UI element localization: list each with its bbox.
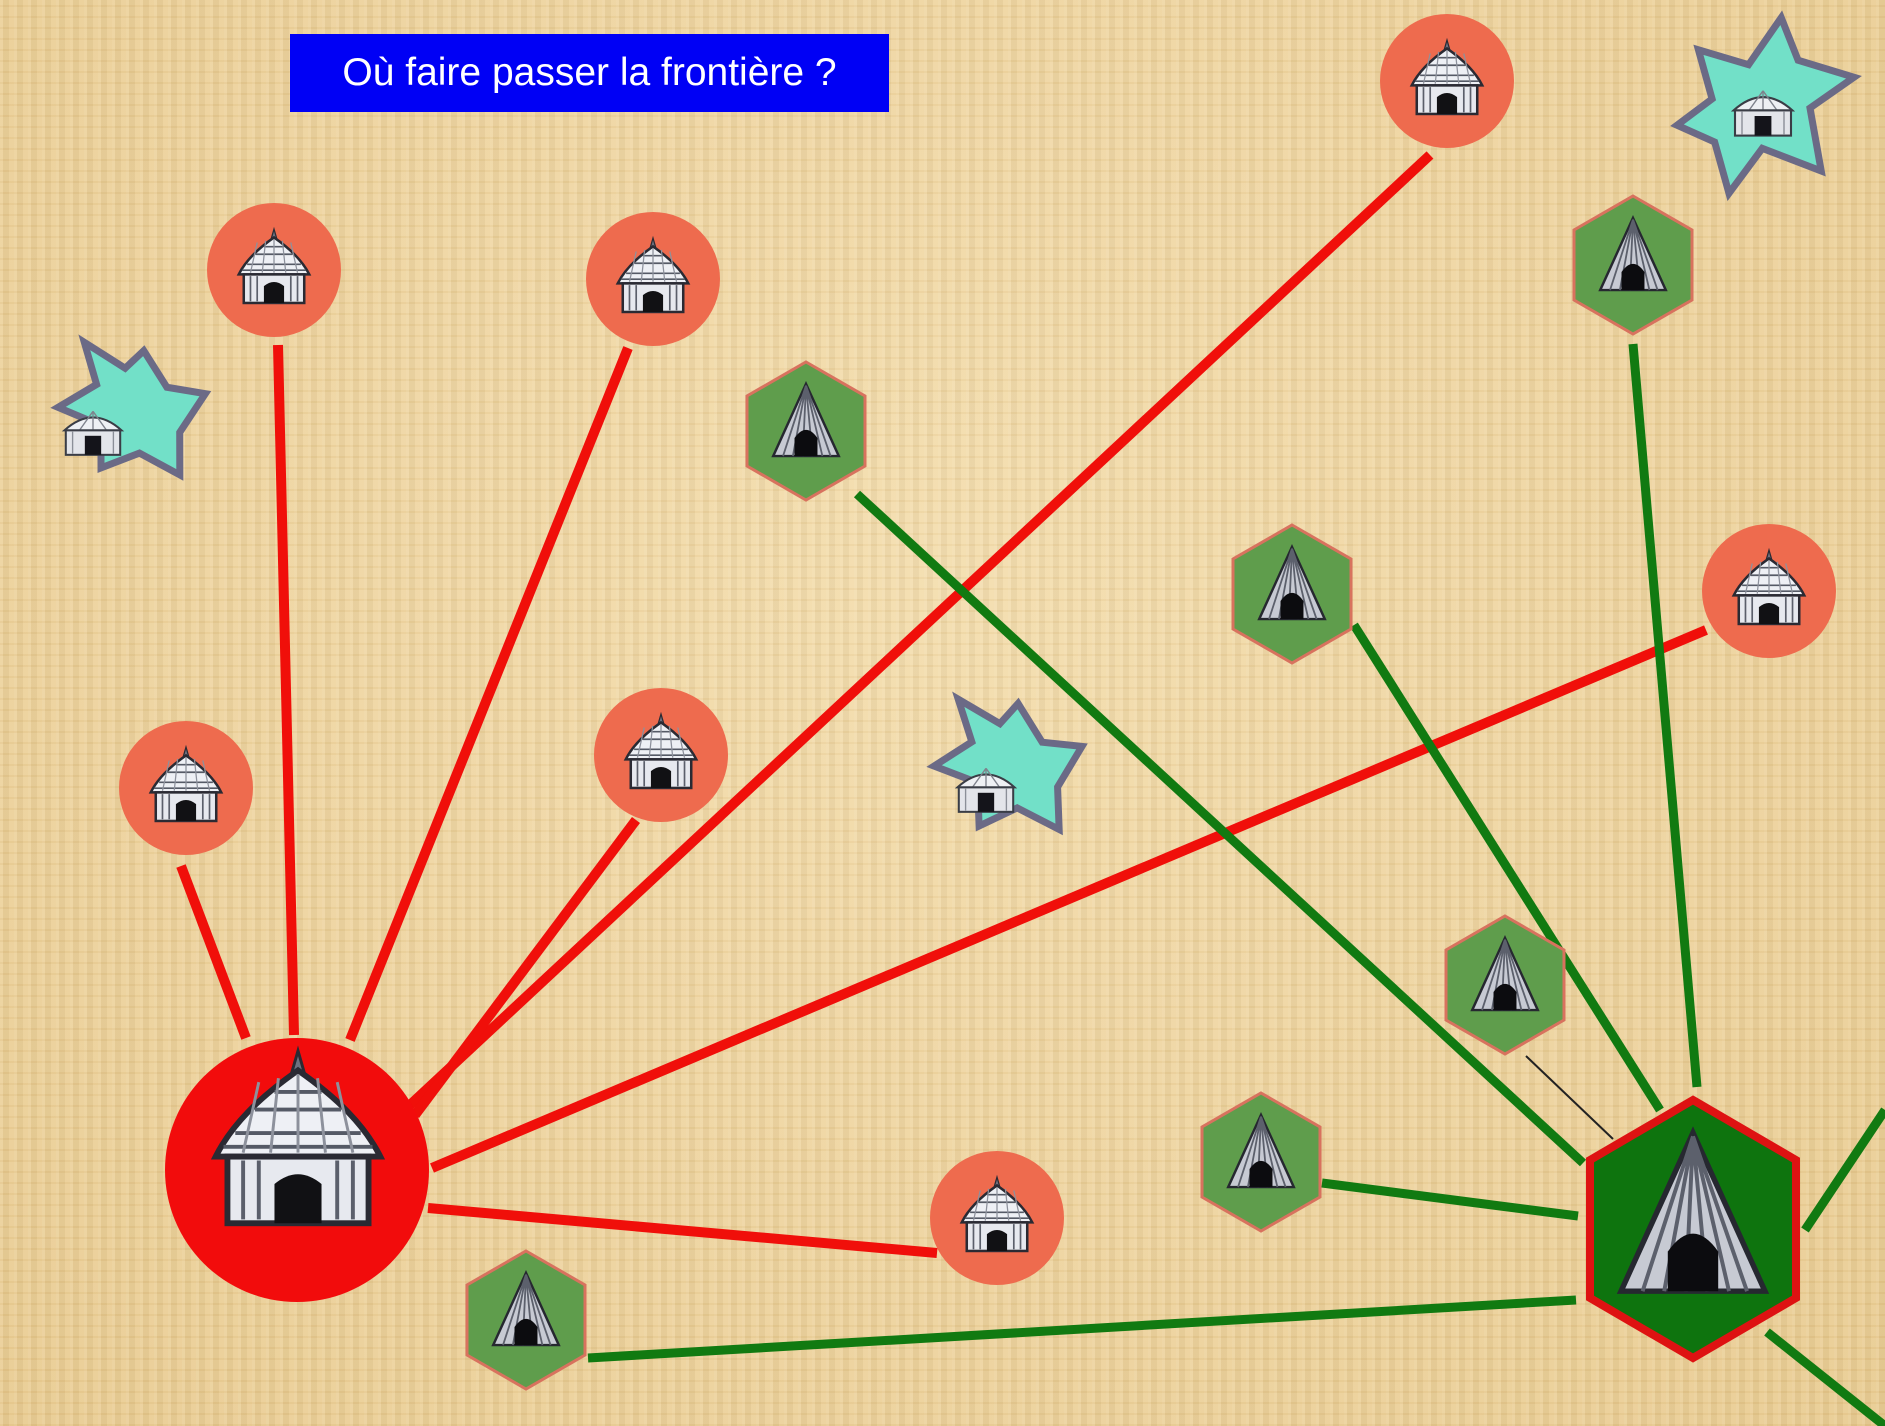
red-links	[176, 151, 1708, 1258]
neutral-camp-n2	[926, 691, 1088, 836]
red-link-r3	[406, 151, 1434, 1109]
red-link-r5	[410, 817, 641, 1118]
green-village-g3	[1231, 523, 1353, 665]
red-capital	[165, 1038, 429, 1302]
red-village-r7	[930, 1151, 1064, 1285]
green-links	[587, 343, 1885, 1426]
red-village-r6	[1702, 524, 1836, 658]
title-box: Où faire passer la frontière ?	[290, 34, 889, 112]
red-link-r7	[427, 1203, 938, 1258]
red-village-r4	[119, 721, 253, 855]
green-village-g1	[1572, 194, 1694, 336]
green-village-g4	[465, 1249, 587, 1391]
red-village-r2	[586, 212, 720, 346]
green-village-g5	[1200, 1091, 1322, 1233]
red-link-r2	[345, 346, 633, 1042]
green-link-g3	[1350, 622, 1664, 1113]
thin-link-g6	[1525, 1055, 1614, 1140]
green-capital	[1586, 1095, 1800, 1363]
green-link-g4	[587, 1295, 1577, 1363]
red-link-r6	[430, 625, 1708, 1173]
red-link-r1	[273, 344, 299, 1036]
green-village-g6	[1444, 914, 1566, 1056]
title-text: Où faire passer la frontière ?	[342, 51, 837, 94]
green-link-offmap-southeast	[1764, 1328, 1885, 1426]
neutral-camp-n1	[50, 334, 212, 481]
neutral-camp-n3	[1670, 10, 1862, 202]
green-link-g1	[1628, 343, 1702, 1088]
red-village-r1	[207, 203, 341, 337]
green-link-offmap-east	[1801, 1107, 1885, 1233]
green-link-g2	[853, 490, 1587, 1167]
green-link-g5	[1321, 1178, 1579, 1221]
red-link-r4	[176, 864, 251, 1040]
red-village-r3	[1380, 14, 1514, 148]
red-village-r5	[594, 688, 728, 822]
green-village-g2	[745, 360, 867, 502]
